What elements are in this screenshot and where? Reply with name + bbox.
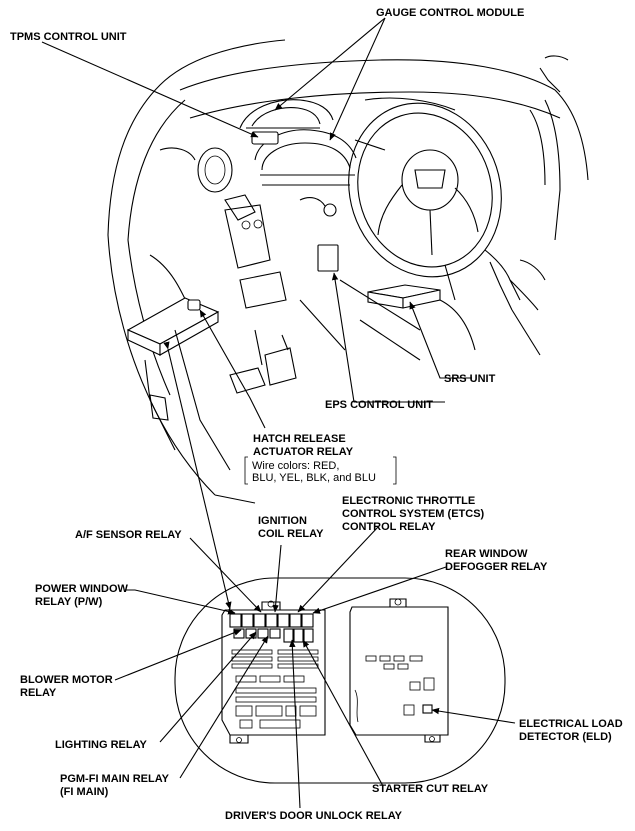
label-starter-cut-relay: STARTER CUT RELAY bbox=[372, 783, 489, 795]
label-hatch-wire-colors-line2: BLU, YEL, BLK, and BLU bbox=[252, 472, 376, 484]
fuse-array-right bbox=[354, 655, 435, 723]
label-srs-unit: SRS UNIT bbox=[444, 373, 496, 385]
label-hatch-release-line1: HATCH RELEASE bbox=[253, 433, 346, 445]
label-blower-motor-line1: BLOWER MOTOR bbox=[20, 674, 113, 686]
label-hatch-release-line2: ACTUATOR RELAY bbox=[253, 446, 354, 458]
fuse-relay-box bbox=[174, 577, 506, 784]
label-hatch-wire-colors-line1: Wire colors: RED, bbox=[252, 460, 339, 472]
callout-labels: GAUGE CONTROL MODULE TPMS CONTROL UNIT S… bbox=[10, 7, 623, 822]
label-ignition-coil-line2: COIL RELAY bbox=[258, 528, 324, 540]
label-blower-motor-line2: RELAY bbox=[20, 687, 57, 699]
label-etcs-line3: CONTROL RELAY bbox=[342, 521, 436, 533]
label-eld-line2: DETECTOR (ELD) bbox=[519, 731, 612, 743]
fuse-array-left bbox=[231, 649, 319, 729]
dashboard-illustration bbox=[107, 39, 589, 504]
label-eps-control-unit: EPS CONTROL UNIT bbox=[325, 399, 433, 411]
label-pgm-fi-line1: PGM-FI MAIN RELAY bbox=[60, 773, 170, 785]
label-tpms-control-unit: TPMS CONTROL UNIT bbox=[10, 31, 127, 43]
label-af-sensor-relay: A/F SENSOR RELAY bbox=[75, 529, 182, 541]
label-drivers-door-unlock-relay: DRIVER'S DOOR UNLOCK RELAY bbox=[225, 810, 403, 822]
label-power-window-line1: POWER WINDOW bbox=[35, 583, 128, 595]
label-gauge-control-module: GAUGE CONTROL MODULE bbox=[376, 7, 524, 19]
label-rear-window-line2: DEFOGGER RELAY bbox=[445, 561, 548, 573]
label-pgm-fi-line2: (FI MAIN) bbox=[60, 786, 109, 798]
label-lighting-relay: LIGHTING RELAY bbox=[55, 739, 148, 751]
label-eld-line1: ELECTRICAL LOAD bbox=[519, 718, 623, 730]
label-ignition-coil-line1: IGNITION bbox=[258, 515, 307, 527]
label-etcs-line1: ELECTRONIC THROTTLE bbox=[342, 495, 475, 507]
label-etcs-line2: CONTROL SYSTEM (ETCS) bbox=[342, 508, 485, 520]
label-rear-window-line1: REAR WINDOW bbox=[445, 548, 528, 560]
relay-row-top bbox=[229, 613, 314, 643]
leader-lines bbox=[41, 17, 516, 809]
label-power-window-line2: RELAY (P/W) bbox=[35, 596, 103, 608]
